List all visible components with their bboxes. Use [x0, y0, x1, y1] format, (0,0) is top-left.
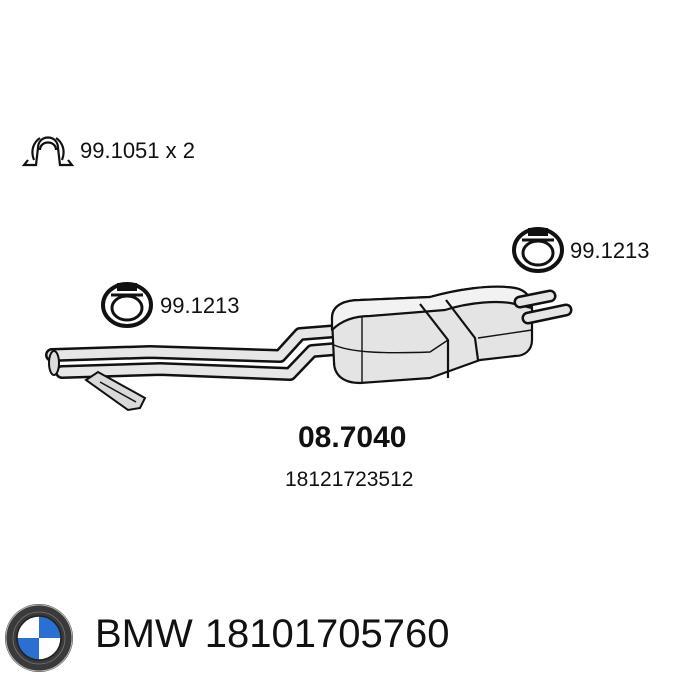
brand-part-number: 18101705760 — [204, 612, 450, 656]
bmw-roundel-logo — [5, 604, 73, 672]
rubber-mount-right-icon — [512, 227, 564, 273]
pipe-bracket — [84, 370, 147, 412]
exhaust-clamp-icon — [21, 136, 75, 167]
tail-pipes — [513, 289, 573, 325]
muffler-body — [330, 285, 534, 385]
clamp-label: 99.1051 x 2 — [80, 138, 195, 163]
mount-right-label: 99.1213 — [570, 238, 650, 263]
mount-left-label: 99.1213 — [160, 293, 240, 318]
part-number: 08.7040 — [298, 421, 407, 454]
exhaust-pipes — [45, 324, 355, 381]
brand-name: BMW — [95, 612, 193, 656]
rubber-mount-left-icon — [101, 282, 153, 328]
oem-number: 18121723512 — [285, 468, 414, 491]
